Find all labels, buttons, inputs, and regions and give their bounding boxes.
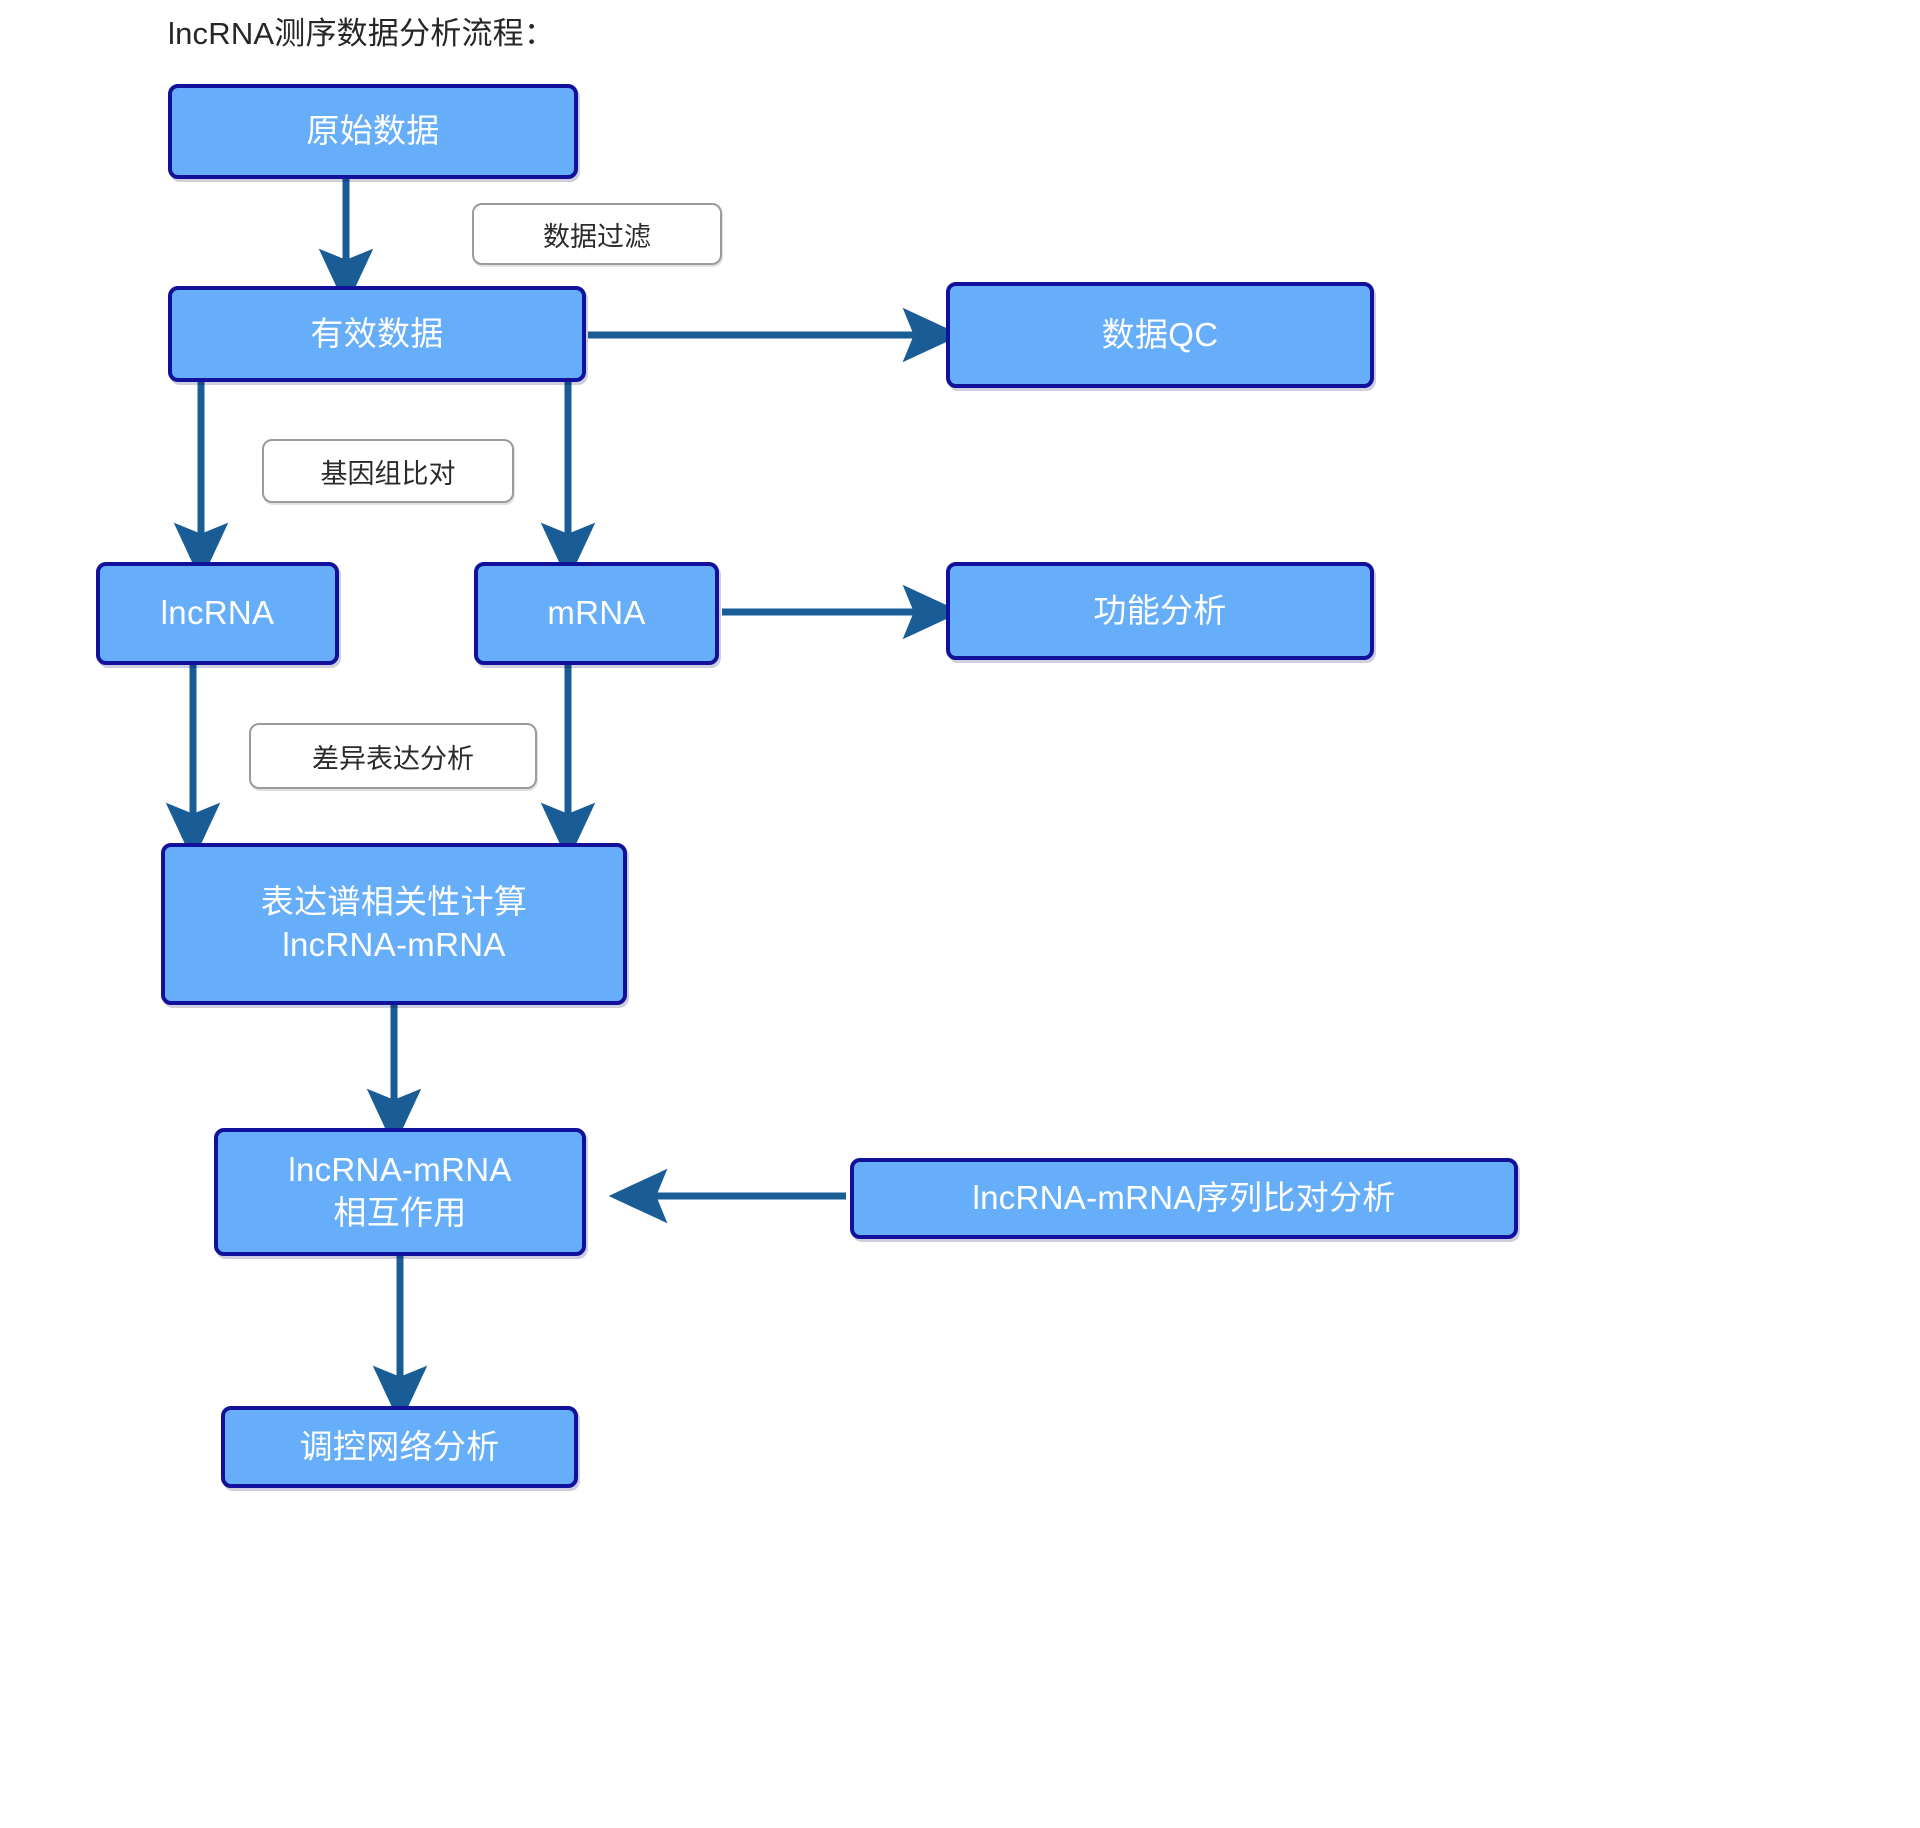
node-correlation[interactable]: 表达谱相关性计算 lncRNA-mRNA bbox=[161, 843, 627, 1005]
edge-label-genome-align-text: 基因组比对 bbox=[320, 458, 456, 489]
node-interaction-label: lncRNA-mRNA 相互作用 bbox=[288, 1151, 512, 1231]
node-interaction[interactable]: lncRNA-mRNA 相互作用 bbox=[214, 1128, 586, 1256]
node-seq-alignment-label: lncRNA-mRNA序列比对分析 bbox=[972, 1179, 1396, 1217]
edge-label-data-filter-text: 数据过滤 bbox=[543, 221, 651, 252]
edge-label-diff-express: 差异表达分析 bbox=[249, 723, 537, 789]
node-lncrna-label: lncRNA bbox=[160, 594, 275, 632]
edge-label-genome-align: 基因组比对 bbox=[262, 439, 514, 503]
node-mrna-label: mRNA bbox=[547, 594, 646, 632]
node-seq-alignment[interactable]: lncRNA-mRNA序列比对分析 bbox=[850, 1158, 1518, 1239]
node-network[interactable]: 调控网络分析 bbox=[221, 1406, 578, 1488]
node-function-analysis-label: 功能分析 bbox=[1093, 591, 1227, 629]
node-correlation-label: 表达谱相关性计算 lncRNA-mRNA bbox=[260, 883, 528, 963]
node-raw-data-label: 原始数据 bbox=[306, 112, 440, 150]
node-raw-data[interactable]: 原始数据 bbox=[168, 84, 578, 179]
edge-label-diff-express-text: 差异表达分析 bbox=[312, 743, 474, 774]
node-mrna[interactable]: mRNA bbox=[474, 562, 719, 665]
node-function-analysis[interactable]: 功能分析 bbox=[946, 562, 1374, 660]
node-data-qc-label: 数据QC bbox=[1101, 315, 1219, 353]
node-network-label: 调控网络分析 bbox=[299, 1427, 500, 1465]
node-valid-data-label: 有效数据 bbox=[310, 314, 444, 352]
node-lncrna[interactable]: lncRNA bbox=[96, 562, 339, 665]
page-title: lncRNA测序数据分析流程： bbox=[168, 16, 556, 51]
node-valid-data[interactable]: 有效数据 bbox=[168, 286, 586, 382]
node-data-qc[interactable]: 数据QC bbox=[946, 282, 1374, 388]
edge-label-data-filter: 数据过滤 bbox=[472, 203, 722, 265]
